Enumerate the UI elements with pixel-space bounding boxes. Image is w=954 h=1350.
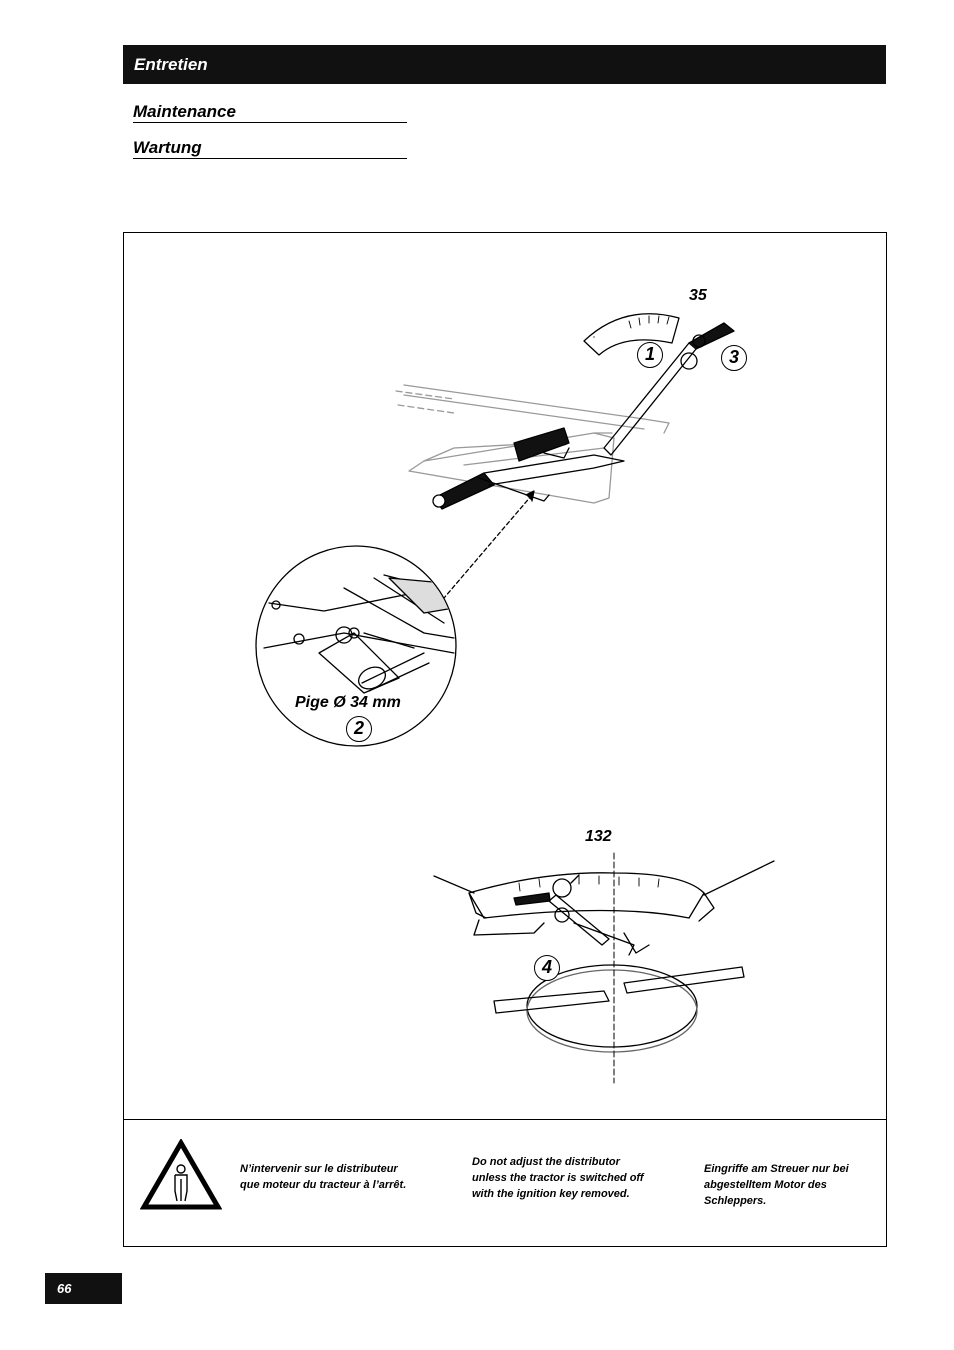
hopper-frame (395, 384, 670, 504)
label-35: 35 (689, 287, 707, 304)
section-title: Entretien (134, 55, 208, 74)
page-number: 66 (45, 1273, 122, 1304)
figure-frame: 35 1 3 Pige Ø 34 mm 2 132 4 N’intervenir… (123, 232, 887, 1247)
callout-3: 3 (721, 345, 747, 371)
adjustment-illustration (255, 313, 775, 1084)
warning-text-de: Eingriffe am Streuer nur bei abgestellte… (704, 1163, 849, 1207)
divider-line (124, 1119, 886, 1120)
gauge-label: Pige Ø 34 mm (295, 694, 401, 711)
callout-4: 4 (534, 955, 560, 981)
lower-scale-sector (468, 872, 705, 919)
lower-lever (548, 894, 610, 946)
callout-2: 2 (346, 716, 372, 742)
zoom-link-line (443, 494, 533, 599)
warning-text-fr: N’intervenir sur le distributeur que mot… (240, 1163, 407, 1191)
section-header: Entretien (123, 45, 886, 84)
subtitle-wartung: Wartung (133, 137, 407, 159)
zoom-circle (255, 545, 457, 747)
upper-scale-sector (583, 313, 680, 356)
label-132: 132 (585, 828, 612, 845)
warning-text-en: Do not adjust the distributor unless the… (472, 1156, 644, 1200)
subtitle-maintenance: Maintenance (133, 101, 407, 123)
callout-1: 1 (637, 342, 663, 368)
operator-warning-icon (140, 1139, 222, 1210)
